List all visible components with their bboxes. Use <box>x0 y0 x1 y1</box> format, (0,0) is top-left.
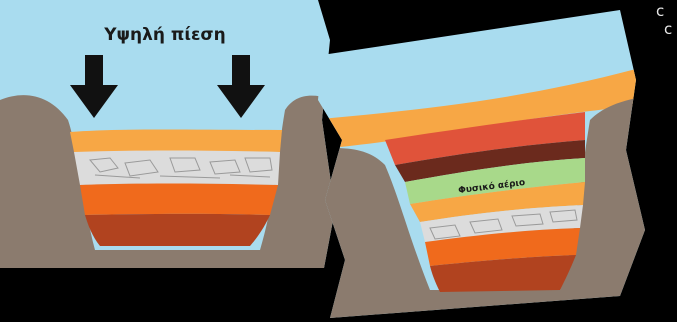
left-salt-layer <box>74 151 280 186</box>
right-panel: Φυσικό αέριο <box>300 0 660 322</box>
edge-text-line1: c <box>656 4 664 19</box>
left-brown-layer <box>85 214 270 246</box>
edge-text-line2: c <box>664 22 672 37</box>
high-pressure-label: Υψηλή πίεση <box>103 25 226 45</box>
left-orange-layer <box>80 184 278 216</box>
left-sand-layer <box>70 130 282 153</box>
left-panel: Υψηλή πίεση <box>0 0 340 270</box>
